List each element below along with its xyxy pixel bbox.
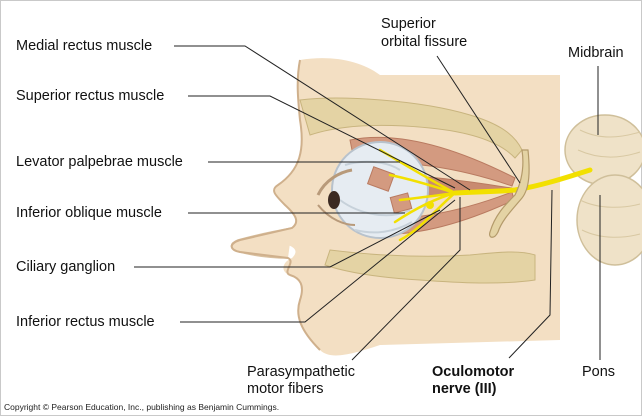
label-inferior-oblique: Inferior oblique muscle <box>16 205 162 222</box>
label-superior-orbital-fissure-line1: Superior <box>381 16 436 33</box>
label-superior-orbital-fissure-line2: orbital fissure <box>381 34 467 51</box>
pons-shape <box>577 175 642 265</box>
label-parasympathetic-line1: Parasympathetic <box>247 364 355 381</box>
iris <box>328 191 340 209</box>
label-ciliary-ganglion: Ciliary ganglion <box>16 259 115 276</box>
copyright-notice: Copyright © Pearson Education, Inc., pub… <box>4 402 279 412</box>
label-inferior-rectus: Inferior rectus muscle <box>16 314 155 331</box>
label-parasympathetic-line2: motor fibers <box>247 381 324 398</box>
label-medial-rectus: Medial rectus muscle <box>16 38 152 55</box>
nose <box>231 228 292 258</box>
label-midbrain: Midbrain <box>568 45 624 62</box>
label-superior-rectus: Superior rectus muscle <box>16 88 164 105</box>
label-pons: Pons <box>582 364 615 381</box>
label-oculomotor-line1: Oculomotor <box>432 364 514 381</box>
label-oculomotor-line2: nerve (III) <box>432 381 496 398</box>
ciliary-ganglion-shape <box>426 201 434 209</box>
label-levator-palpebrae: Levator palpebrae muscle <box>16 154 183 171</box>
